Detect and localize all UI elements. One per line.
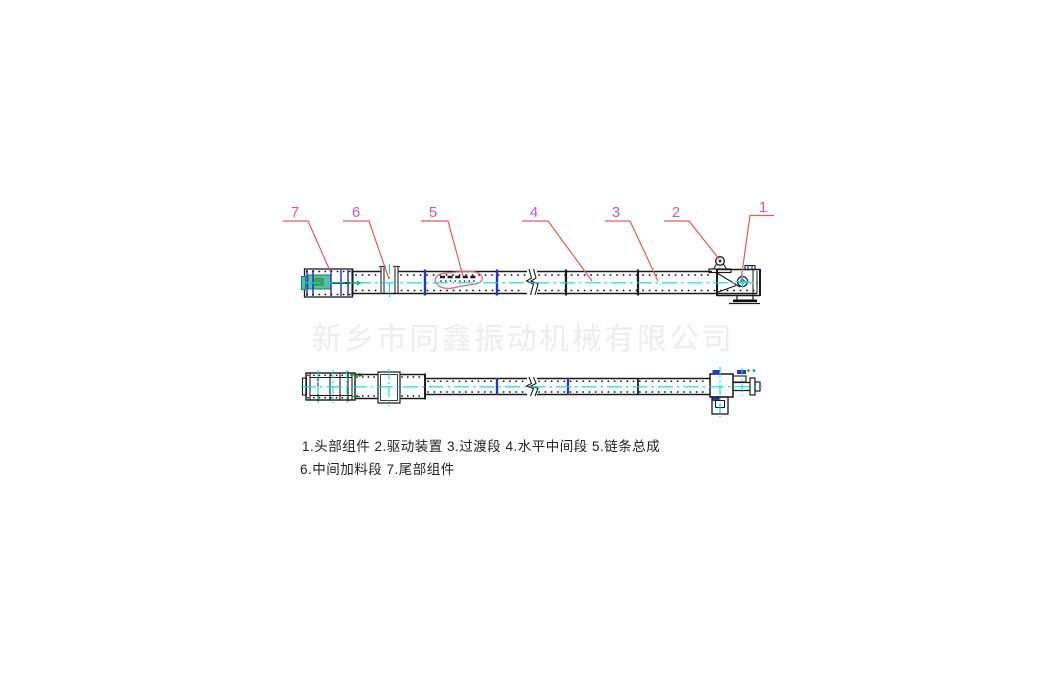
tail-assembly xyxy=(301,268,362,298)
head-support-base xyxy=(729,296,760,305)
callout-1: 1 xyxy=(740,199,774,281)
chain-assembly-highlight xyxy=(434,270,483,289)
top-view-side-elevation xyxy=(301,256,761,305)
callout-6: 6 xyxy=(343,204,390,280)
svg-text:2: 2 xyxy=(672,204,680,221)
legend-line-1: 1.头部组件 2.驱动装置 3.过渡段 4.水平中间段 5.链条总成 xyxy=(302,438,660,454)
svg-text:5: 5 xyxy=(429,204,437,221)
bolt-rows xyxy=(355,274,755,292)
callout-7: 7 xyxy=(283,204,332,274)
svg-text:7: 7 xyxy=(291,204,299,221)
bottom-view-plan xyxy=(301,367,762,417)
plan-head-drive xyxy=(709,367,761,417)
drive-bearing xyxy=(712,256,728,270)
svg-text:3: 3 xyxy=(612,204,620,221)
svg-text:1: 1 xyxy=(759,199,767,216)
plan-main-body xyxy=(425,376,710,397)
break-symbol-top-view xyxy=(525,268,539,296)
callout-4: 4 xyxy=(522,204,593,282)
legend-line-2: 6.中间加料段 7.尾部组件 xyxy=(300,462,455,477)
callout-2: 2 xyxy=(664,204,720,260)
revision-cloud xyxy=(434,270,483,289)
callout-5: 5 xyxy=(421,204,464,277)
tail-motor-green-cap xyxy=(313,278,324,286)
legend: 1.头部组件 2.驱动装置 3.过渡段 4.水平中间段 5.链条总成 6.中间加… xyxy=(300,438,660,477)
head-assembly xyxy=(708,256,761,305)
svg-text:4: 4 xyxy=(530,204,538,221)
plan-feed-hopper xyxy=(377,369,401,406)
drive-bolt-dot xyxy=(747,369,750,372)
callouts: 7 6 5 4 3 2 1 xyxy=(283,199,774,282)
callout-3: 3 xyxy=(605,204,659,282)
feed-hopper xyxy=(379,264,400,297)
head-sprocket xyxy=(735,274,750,289)
drive-bolt-dot xyxy=(752,369,756,372)
svg-text:6: 6 xyxy=(352,204,360,221)
company-watermark: 新乡市同鑫振动机械有限公司 xyxy=(312,323,735,356)
